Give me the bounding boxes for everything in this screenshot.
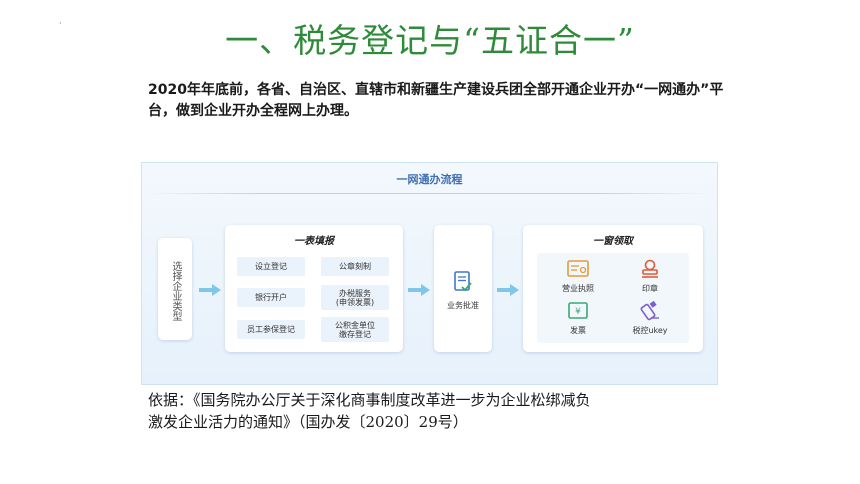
business-license-label: 营业执照	[562, 284, 594, 293]
ukey-icon	[640, 301, 659, 321]
select-company-type-card: 选择企业类型	[158, 238, 192, 340]
tax-ukey-label: 税控ukey	[632, 326, 668, 335]
invoice-icon: ¥	[568, 302, 588, 319]
business-approval-card: 业务批准	[434, 225, 492, 352]
pickup-item-seal: 印章	[615, 257, 685, 297]
flow-panel: 一网通办流程 选择企业类型 一表填报 设立登记 公章刻制 银行开户 办税服务 (…	[141, 162, 718, 385]
basis-line-2: 激发企业活力的通知》（国办发〔2020〕29号）	[148, 413, 468, 431]
flow-title: 一网通办流程	[396, 173, 463, 186]
intro-paragraph: 2020年年底前，各省、自治区、直辖市和新疆生产建设兵团全部开通企业开办“一网通…	[148, 82, 724, 119]
arrow-right-icon	[497, 284, 519, 296]
select-company-type-label: 选择企业类型	[170, 261, 181, 321]
business-approval-label: 业务批准	[447, 301, 479, 310]
license-icon	[567, 260, 589, 277]
form-item-seal-engraving: 公章刻制	[321, 257, 389, 276]
form-item-housing-fund: 公积金单位 缴存登记	[321, 317, 389, 342]
form-item-tax-service: 办税服务 (申领发票)	[321, 285, 389, 310]
form-item-social-insurance: 员工参保登记	[237, 320, 305, 339]
basis-line-1: 依据：《国务院办公厅关于深化商事制度改革进一步为企业松绑减负	[148, 391, 591, 409]
invoice-label: 发票	[570, 326, 586, 335]
basis-text: 依据：《国务院办公厅关于深化商事制度改革进一步为企业松绑减负 激发企业活力的通知…	[148, 389, 728, 433]
arrow-right-icon	[199, 284, 221, 296]
stamp-icon	[642, 259, 658, 278]
form-item-registration: 设立登记	[237, 257, 305, 276]
arrow-right-icon	[408, 284, 430, 296]
slide-title: 一、税务登记与“五证合一”	[225, 21, 635, 60]
window-pickup-card: 一窗领取 营业执照 印章	[523, 225, 703, 352]
pickup-item-invoice: ¥ 发票	[543, 299, 613, 339]
pickup-item-tax-ukey: 税控ukey	[615, 299, 685, 339]
flow-divider	[146, 193, 713, 194]
form-fill-card: 一表填报 设立登记 公章刻制 银行开户 办税服务 (申领发票) 员工参保登记 公…	[225, 225, 403, 352]
pickup-items-grid: 营业执照 印章 ¥ 发票	[537, 253, 689, 343]
decorative-dot: ·	[59, 19, 62, 28]
svg-text:¥: ¥	[575, 307, 581, 317]
seal-label: 印章	[642, 284, 658, 293]
form-fill-title: 一表填报	[294, 236, 334, 247]
window-pickup-title: 一窗领取	[593, 236, 633, 247]
document-check-icon	[454, 271, 472, 292]
pickup-item-business-license: 营业执照	[543, 257, 613, 297]
form-item-bank-account: 银行开户	[237, 288, 305, 307]
